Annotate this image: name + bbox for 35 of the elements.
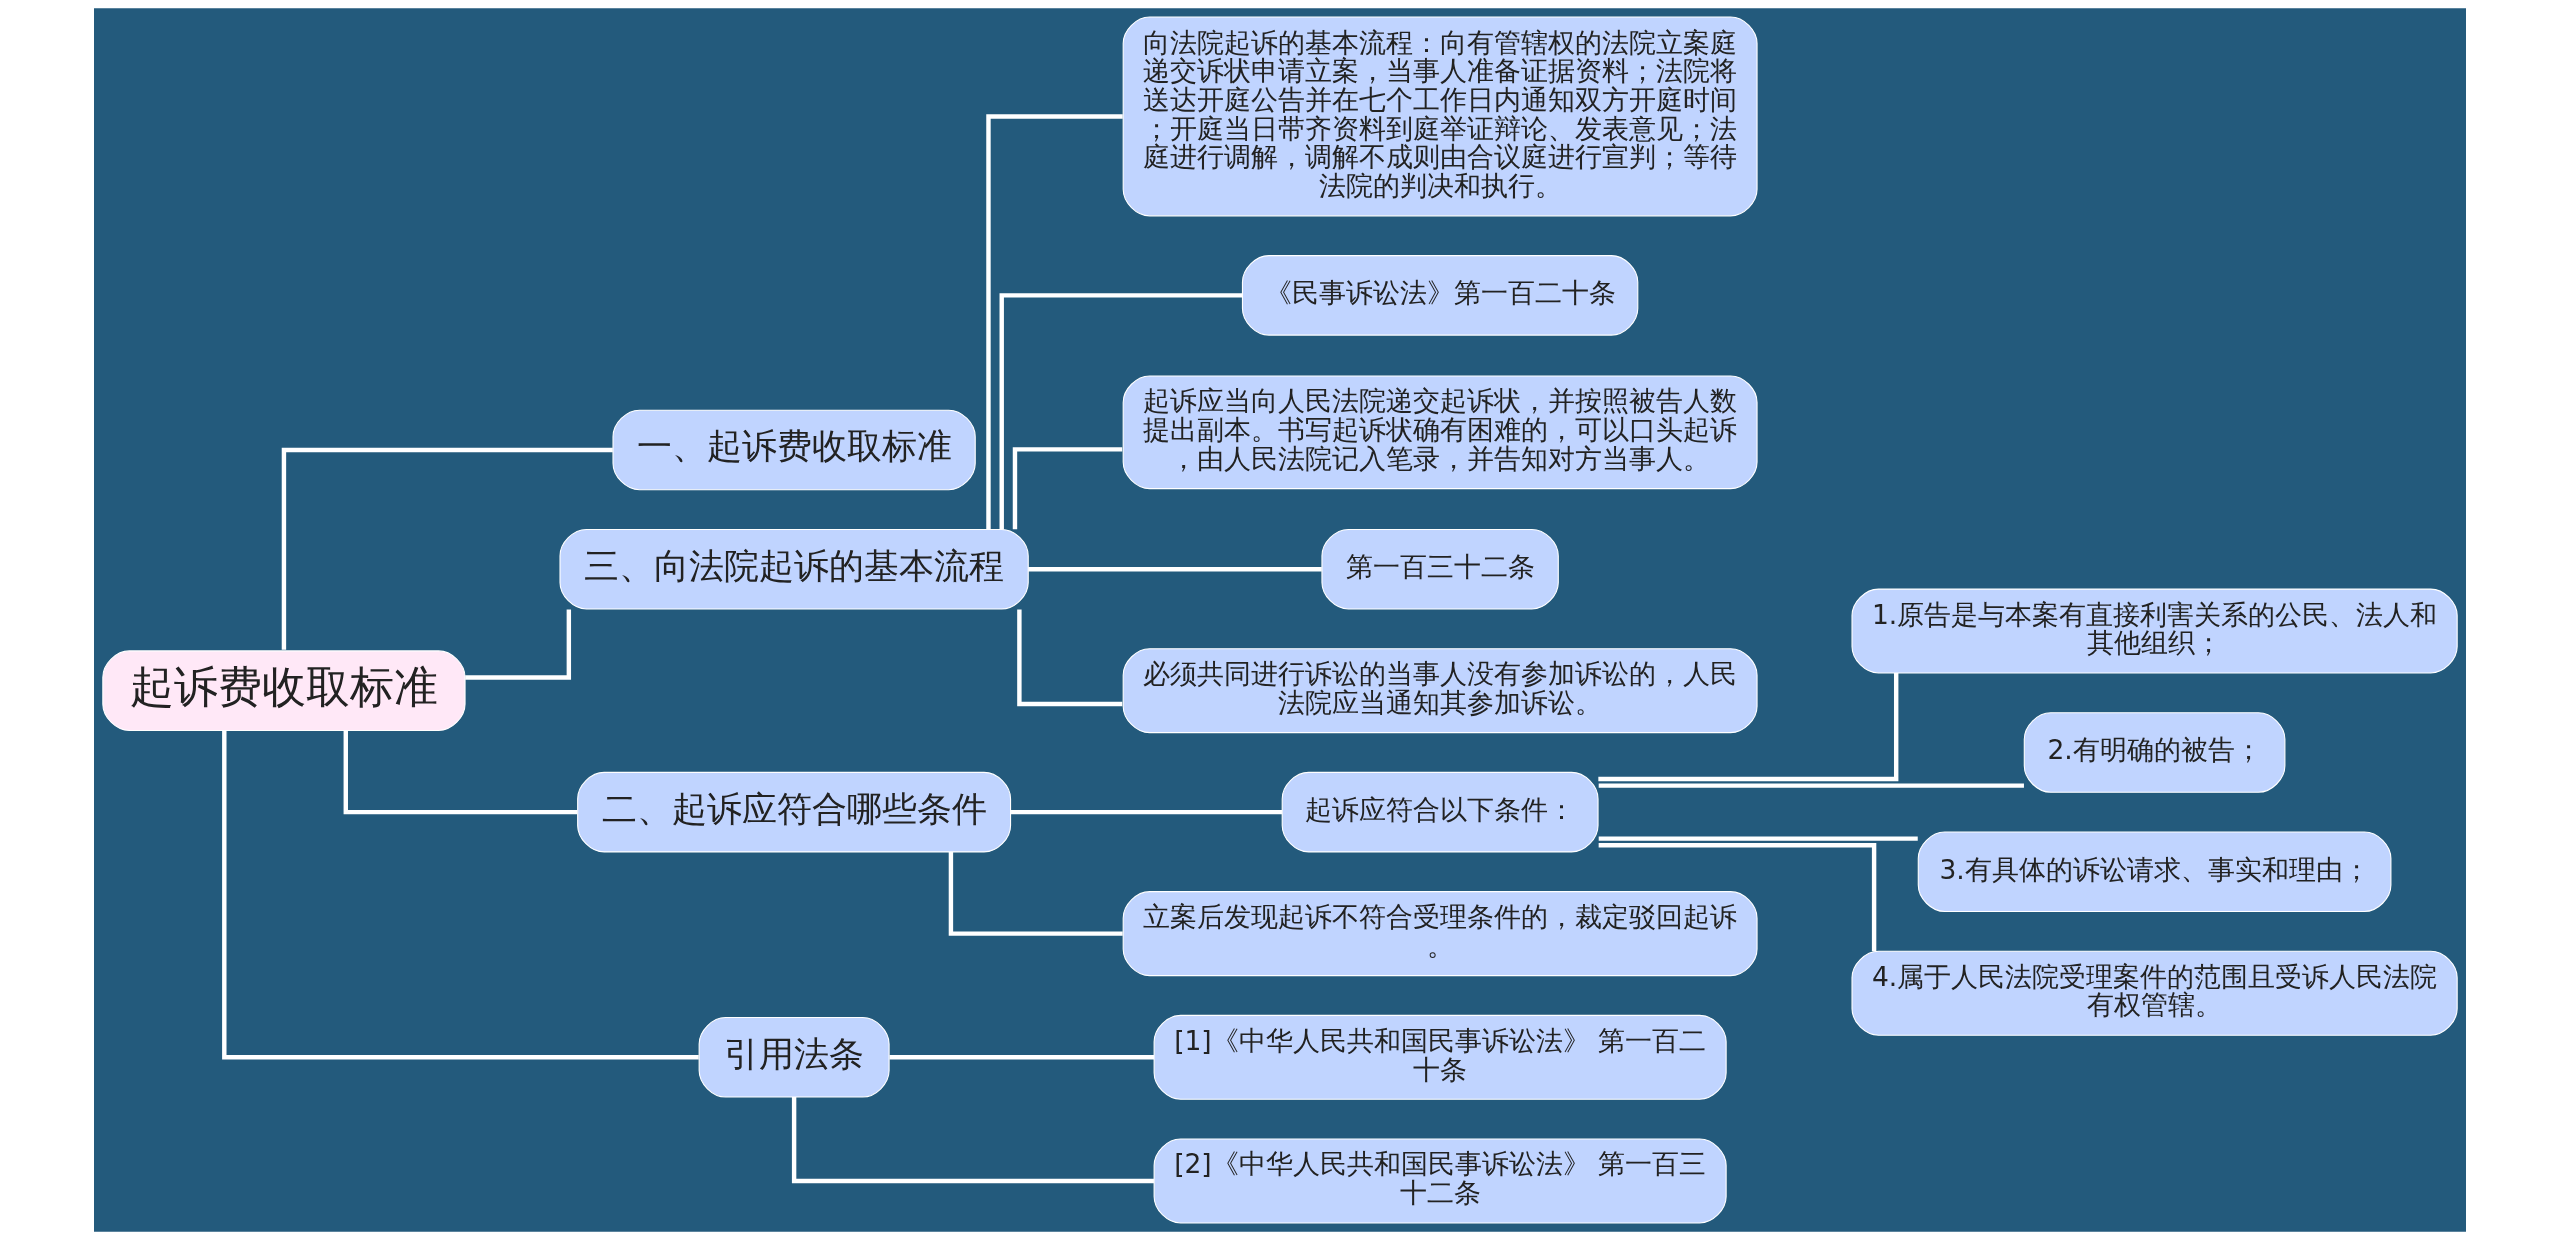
node-box: 起诉费收取标准	[102, 650, 466, 731]
node-box: 起诉应当向人民法院递交起诉状，并按照被告人数提出副本。书写起诉状确有困难的，可以口头起诉，由人民法院记入笔录，并告知对方当事人。	[1122, 375, 1758, 490]
node-box: 立案后发现起诉不符合受理条件的，裁定驳回起诉。	[1122, 891, 1758, 977]
node-box: [2]《中华人民共和国民事诉讼法》 第一百三十二条	[1153, 1138, 1727, 1224]
connector	[1017, 609, 1123, 707]
connector	[999, 293, 1243, 530]
connector	[889, 1055, 1155, 1060]
node-box: 3.有具体的诉讼请求、事实和理由；	[1917, 831, 2392, 913]
connector	[791, 1097, 1154, 1184]
connector	[1012, 447, 1123, 530]
connector	[986, 114, 1123, 530]
node-box: 4.属于人民法院受理案件的范围且受诉人民法院有权管辖。	[1851, 950, 2458, 1036]
connector	[1598, 673, 1899, 782]
node-box: 三、向法院起诉的基本流程	[559, 528, 1029, 610]
connector	[1598, 843, 1877, 952]
connector	[1598, 783, 2024, 788]
node-box: 起诉应符合以下条件：	[1281, 771, 1599, 853]
connector	[1598, 836, 1918, 841]
connector	[948, 851, 1123, 936]
connector	[343, 730, 578, 815]
node-box: [1]《中华人民共和国民事诉讼法》 第一百二十条	[1153, 1014, 1727, 1100]
node-box: 引用法条	[698, 1017, 890, 1098]
node-box: 必须共同进行诉讼的当事人没有参加诉讼的，人民法院应当通知其参加诉讼。	[1122, 648, 1758, 734]
connector	[281, 447, 613, 650]
node-box: 二、起诉应符合哪些条件	[577, 771, 1012, 853]
node-box: 1.原告是与本案有直接利害关系的公民、法人和其他组织；	[1851, 588, 2458, 674]
connector	[1011, 809, 1282, 815]
node-box: 向法院起诉的基本流程：向有管辖权的法院立案庭递交诉状申请立案，当事人准备证据资料；法院将送达开庭公告并在七个工作日内通知双方开庭时间；开庭当日带齐资料到庭举证辩论、发表意见；法庭进行调解，调解不成则由合议庭进行宣判；等待法院的判决和执行。	[1122, 16, 1758, 217]
connector	[222, 730, 699, 1060]
node-box: 一、起诉费收取标准	[612, 409, 976, 491]
node-box: 第一百三十二条	[1321, 528, 1559, 610]
node-box: 2.有明确的被告；	[2023, 712, 2286, 793]
connector	[465, 609, 572, 680]
node-box: 《民事诉讼法》第一百二十条	[1241, 255, 1639, 336]
connector	[1028, 567, 1322, 572]
